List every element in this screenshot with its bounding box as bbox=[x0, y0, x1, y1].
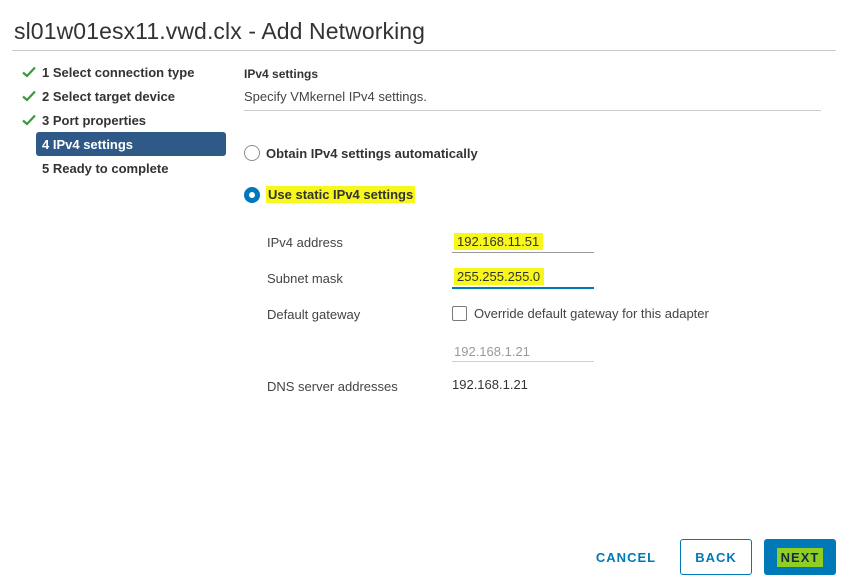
use-static-option[interactable]: Use static IPv4 settings bbox=[244, 186, 416, 203]
next-button-label: NEXT bbox=[776, 547, 824, 567]
cancel-button[interactable]: CANCEL bbox=[595, 549, 657, 565]
step-label: 2 Select target device bbox=[42, 88, 175, 104]
step-select-target-device[interactable]: 2 Select target device bbox=[14, 84, 226, 108]
wizard-steps: 1 Select connection type 2 Select target… bbox=[14, 60, 226, 180]
step-label: 3 Port properties bbox=[42, 112, 147, 128]
step-ready-to-complete[interactable]: 5 Ready to complete bbox=[14, 156, 226, 180]
step-port-properties[interactable]: 3 Port properties bbox=[14, 108, 226, 132]
subnet-mask-value: 255.255.255.0 bbox=[454, 268, 545, 285]
dns-server-label: DNS server addresses bbox=[267, 379, 398, 394]
section-subtitle: Specify VMkernel IPv4 settings. bbox=[244, 89, 427, 104]
back-button[interactable]: BACK bbox=[680, 539, 752, 575]
override-gateway-label: Override default gateway for this adapte… bbox=[474, 306, 709, 321]
next-button[interactable]: NEXT bbox=[764, 539, 836, 575]
override-gateway-checkbox[interactable] bbox=[452, 306, 467, 321]
step-label: 5 Ready to complete bbox=[42, 160, 169, 176]
step-label: 4 IPv4 settings bbox=[42, 136, 134, 152]
dialog-title: sl01w01esx11.vwd.clx - Add Networking bbox=[14, 18, 426, 44]
default-gateway-value: 192.168.1.21 bbox=[454, 344, 530, 359]
ipv4-address-value: 192.168.11.51 bbox=[454, 233, 544, 250]
check-icon bbox=[22, 90, 36, 102]
section-divider bbox=[244, 110, 821, 111]
subnet-mask-input[interactable]: 255.255.255.0 bbox=[452, 267, 594, 289]
title-divider bbox=[12, 50, 836, 51]
section-title: IPv4 settings bbox=[244, 67, 319, 81]
radio-auto[interactable] bbox=[244, 145, 260, 161]
check-icon bbox=[22, 114, 36, 126]
check-icon bbox=[22, 66, 36, 78]
dns-server-value: 192.168.1.21 bbox=[452, 377, 528, 392]
step-ipv4-settings[interactable]: 4 IPv4 settings bbox=[36, 132, 226, 156]
subnet-mask-label: Subnet mask bbox=[267, 271, 343, 286]
obtain-auto-option[interactable]: Obtain IPv4 settings automatically bbox=[244, 145, 478, 161]
ipv4-address-label: IPv4 address bbox=[267, 235, 343, 250]
override-gateway-option[interactable]: Override default gateway for this adapte… bbox=[452, 306, 709, 321]
step-select-connection-type[interactable]: 1 Select connection type bbox=[14, 60, 226, 84]
radio-static[interactable] bbox=[244, 186, 260, 203]
default-gateway-input: 192.168.1.21 bbox=[452, 340, 594, 362]
ipv4-address-input[interactable]: 192.168.11.51 bbox=[452, 231, 594, 253]
step-label: 1 Select connection type bbox=[42, 64, 195, 80]
default-gateway-label: Default gateway bbox=[267, 307, 361, 322]
radio-static-label: Use static IPv4 settings bbox=[266, 186, 416, 203]
radio-auto-label: Obtain IPv4 settings automatically bbox=[266, 145, 478, 161]
